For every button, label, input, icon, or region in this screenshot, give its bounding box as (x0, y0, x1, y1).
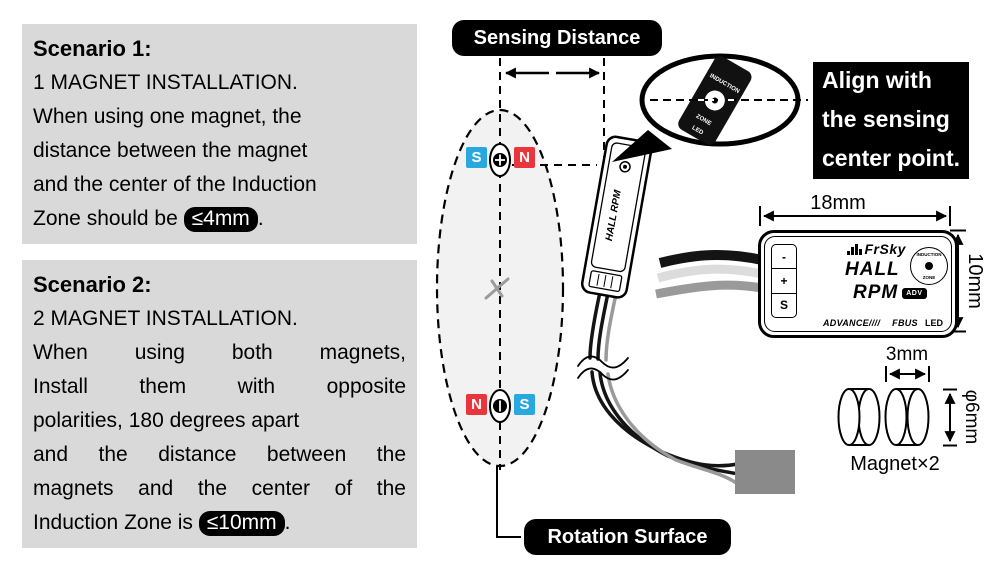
text-span: . (284, 511, 291, 534)
pin-signal-label: S (772, 292, 796, 317)
sensor-wires (577, 290, 740, 486)
bottom-magnet-north-label: N (466, 394, 487, 415)
model-name-hall: HALL (845, 259, 900, 280)
model-name-row: RPM ADV (853, 282, 927, 304)
magnet-bottom-glyph (489, 389, 511, 423)
text-line: distance between the magnet (33, 139, 308, 162)
wire-break-icon (577, 355, 629, 381)
text-span: . (257, 207, 264, 230)
magnet-cylinders (837, 388, 930, 446)
sensor-inner-outline (764, 236, 952, 332)
text-line: and the center of the Induction (33, 173, 317, 196)
dimension-3mm (885, 366, 930, 382)
center-mark (484, 277, 510, 300)
pin-minus-label: - (782, 249, 786, 264)
text-line: When using both magnets, (33, 341, 406, 364)
rotation-surface-pointer (496, 466, 521, 538)
magnifier-tail (612, 130, 672, 162)
model-version-tag: ADV (902, 287, 927, 299)
text-line: and the distance between the (33, 443, 406, 466)
dimension-18mm (759, 206, 951, 226)
sensor-pin-block: - + S (771, 244, 797, 318)
brand-row: FrSky (847, 241, 906, 257)
advance-label: ADVANCE//// (823, 318, 881, 328)
mini-sensor: HALL RPM (580, 135, 653, 299)
induction-zone-text-bottom: ZONE (922, 275, 936, 280)
top-magnet-north-label: N (514, 147, 535, 168)
text-line: Zone should be ≤4mm. (33, 202, 406, 236)
dimension-height-label: 10mm (964, 253, 986, 309)
scenario2-heading: Scenario 2: (33, 272, 152, 297)
induction-zone-icon: INDUCTION ZONE (910, 247, 948, 285)
dimension-width-label: 18mm (810, 192, 866, 214)
text-line: 1 MAGNET INSTALLATION. (33, 71, 298, 94)
sensing-distance-label: Sensing Distance (452, 20, 662, 56)
led-label: LED (925, 318, 943, 328)
align-note-line: the sensing (813, 101, 970, 140)
text-line: When using one magnet, the (33, 105, 302, 128)
max-distance-badge: ≤4mm (183, 207, 258, 232)
text-span: Induction Zone is (33, 511, 199, 534)
top-magnet-south-label: S (466, 147, 487, 168)
align-note: Align with the sensing center point. (813, 62, 970, 179)
magnet-top-glyph (489, 143, 511, 177)
magnifier-led-text: LED (691, 125, 705, 137)
bottom-magnet-south-label: S (514, 394, 535, 415)
hall-rpm-sensor-front: - + S FrSky HALL RPM ADV INDUCTION ZONE … (758, 230, 958, 338)
magnifier: INDUCTION ZONE LED (612, 53, 808, 162)
scenario1-panel: Scenario 1: 1 MAGNET INSTALLATION. When … (22, 24, 417, 244)
text-line: magnets and the center of the (33, 477, 406, 500)
frsky-logo-icon (847, 244, 862, 257)
induction-zone-text-top: INDUCTION (916, 252, 942, 257)
dimension-thickness-label: 3mm (885, 344, 929, 365)
magnet-count-label: Magnet×2 (850, 453, 940, 475)
servo-connector (735, 450, 795, 494)
text-line: polarities, 180 degrees apart (33, 409, 300, 432)
model-name-rpm: RPM (853, 282, 899, 303)
dimension-phi6mm (943, 388, 957, 447)
align-note-line: Align with (813, 62, 970, 101)
scenario1-heading: Scenario 1: (33, 36, 152, 61)
text-line: 2 MAGNET INSTALLATION. (33, 307, 298, 330)
text-span: Zone should be (33, 207, 184, 230)
sensor-bottom-row: ADVANCE//// FBUS (823, 318, 918, 328)
brand-name: FrSky (864, 241, 906, 257)
ribbon-cable (655, 250, 764, 299)
pin-plus-label: + (772, 268, 796, 292)
fbus-label: FBUS (892, 318, 918, 328)
max-distance-badge: ≤10mm (198, 511, 285, 536)
rotation-surface-label: Rotation Surface (524, 519, 731, 555)
scenario2-panel: Scenario 2: 2 MAGNET INSTALLATION. When … (22, 260, 417, 548)
induction-zone-dot (925, 262, 933, 270)
align-note-line: center point. (813, 140, 970, 179)
dimension-diameter-label: φ6mm (961, 389, 982, 445)
text-line: Induction Zone is ≤10mm. (33, 506, 406, 540)
text-line: Install them with opposite (33, 375, 406, 398)
